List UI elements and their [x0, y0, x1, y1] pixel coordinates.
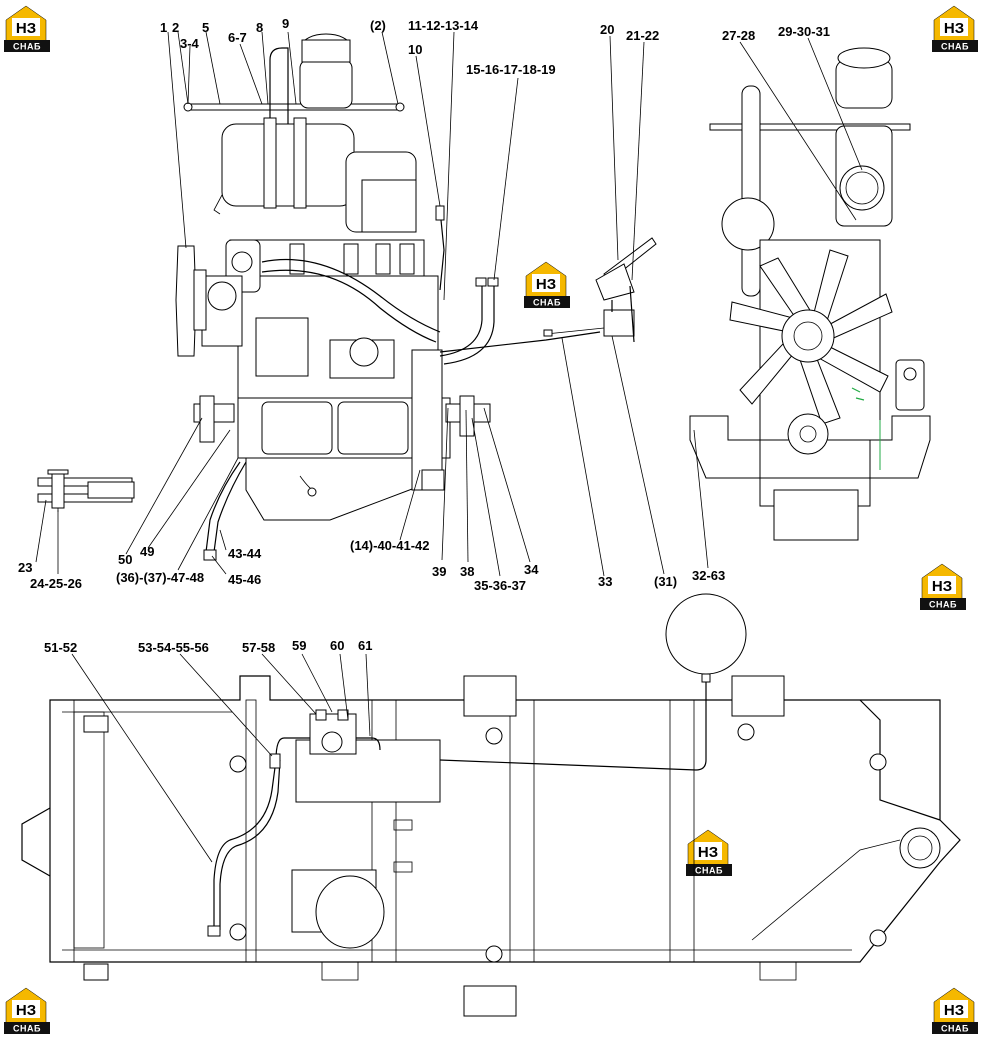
callout-15-16-17-18-19: 15-16-17-18-19 — [466, 62, 556, 77]
callout-36-37-47-48: (36)-(37)-47-48 — [116, 570, 204, 585]
callout-38: 38 — [460, 564, 474, 579]
watermark-logo-bottom-right: НЗ СНАБ — [931, 987, 979, 1035]
fan-front — [729, 249, 893, 425]
callout-60: 60 — [330, 638, 344, 653]
callout-2: 2 — [172, 20, 179, 35]
callout-6-7: 6-7 — [228, 30, 247, 45]
callout-20: 20 — [600, 22, 614, 37]
watermark-logo-center-top: НЗ СНАБ — [523, 261, 571, 309]
engine-side-view — [175, 33, 601, 561]
svg-text:СНАБ: СНАБ — [941, 1024, 969, 1034]
callout-50: 50 — [118, 552, 132, 567]
pedal-assembly — [543, 237, 657, 343]
callout-9: 9 — [282, 16, 289, 31]
callout-labels: 1 2 3-4 5 6-7 8 9 (2) 10 11-12-13-14 15-… — [18, 16, 830, 655]
callout-27-28: 27-28 — [722, 28, 755, 43]
watermark-logo-bottom-left: НЗ СНАБ — [3, 987, 51, 1035]
engine-front-view — [689, 47, 931, 541]
leader-lines — [35, 31, 863, 863]
callout-61: 61 — [358, 638, 372, 653]
svg-text:НЗ: НЗ — [944, 1002, 964, 1019]
callout-51-52: 51-52 — [44, 640, 77, 655]
svg-text:СНАБ: СНАБ — [533, 298, 561, 308]
svg-text:НЗ: НЗ — [16, 1002, 36, 1019]
chassis-frame — [21, 593, 961, 1017]
callout-32-63: 32-63 — [692, 568, 725, 583]
svg-text:СНАБ: СНАБ — [695, 866, 723, 876]
callout-8: 8 — [256, 20, 263, 35]
watermark-logo-right-mid: НЗ СНАБ — [919, 563, 967, 611]
callout-35-36-37: 35-36-37 — [474, 578, 526, 593]
watermark-logo-top-left: НЗ СНАБ — [3, 5, 51, 53]
callout-3-4: 3-4 — [180, 36, 200, 51]
svg-text:НЗ: НЗ — [16, 20, 36, 37]
callout-10: 10 — [408, 42, 422, 57]
svg-text:НЗ: НЗ — [932, 578, 952, 595]
callout-33: 33 — [598, 574, 612, 589]
callout-59: 59 — [292, 638, 306, 653]
watermark-logo-center-bottom: НЗ СНАБ — [685, 829, 733, 877]
callout-23: 23 — [18, 560, 32, 575]
watermark-logo-top-right: НЗ СНАБ — [931, 5, 979, 53]
callout-34: 34 — [524, 562, 539, 577]
callout-11-12-13-14: 11-12-13-14 — [408, 18, 479, 33]
svg-text:СНАБ: СНАБ — [929, 600, 957, 610]
svg-text:СНАБ: СНАБ — [13, 42, 41, 52]
callout-43-44: 43-44 — [228, 546, 262, 561]
callout-31: (31) — [654, 574, 677, 589]
callout-53-54-55-56: 53-54-55-56 — [138, 640, 209, 655]
callout-21-22: 21-22 — [626, 28, 659, 43]
svg-text:СНАБ: СНАБ — [13, 1024, 41, 1034]
detail-clamp — [37, 469, 135, 512]
callout-14-40-41-42: (14)-40-41-42 — [350, 538, 430, 553]
callout-29-30-31: 29-30-31 — [778, 24, 830, 39]
callout-1: 1 — [160, 20, 167, 35]
callout-5: 5 — [202, 20, 209, 35]
callout-45-46: 45-46 — [228, 572, 261, 587]
svg-text:НЗ: НЗ — [698, 844, 718, 861]
svg-text:СНАБ: СНАБ — [941, 42, 969, 52]
callout-49: 49 — [140, 544, 154, 559]
callout-paren-2: (2) — [370, 18, 386, 33]
svg-text:НЗ: НЗ — [944, 20, 964, 37]
callout-57-58: 57-58 — [242, 640, 275, 655]
svg-text:НЗ: НЗ — [536, 276, 556, 293]
callout-39: 39 — [432, 564, 446, 579]
callout-24-25-26: 24-25-26 — [30, 576, 82, 591]
